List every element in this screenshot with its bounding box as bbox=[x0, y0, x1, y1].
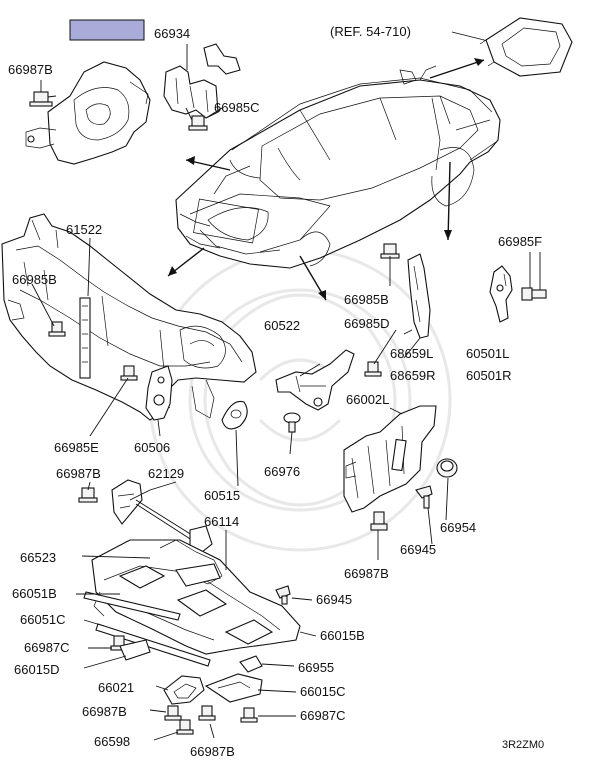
part-60522-bracket bbox=[275, 349, 355, 411]
label-66015c: 66015C bbox=[300, 684, 346, 699]
part-ref-54-710 bbox=[479, 17, 573, 77]
label-66985c: 66985C bbox=[214, 100, 260, 115]
label-66987c-br: 66987C bbox=[300, 708, 346, 723]
part-66934-bracket bbox=[163, 43, 241, 119]
part-68659-bracket bbox=[407, 253, 431, 339]
bolt-66987b-top bbox=[29, 80, 53, 107]
label-66114: 66114 bbox=[204, 514, 239, 529]
label-66987b-mid: 66987B bbox=[56, 466, 101, 481]
label-66945-mid: 66945 bbox=[316, 592, 352, 607]
part-66015d-plate bbox=[119, 639, 151, 661]
leader-lines bbox=[31, 95, 541, 741]
label-66985e: 66985E bbox=[54, 440, 99, 455]
bolt-66987b-mid bbox=[78, 487, 98, 503]
part-labels: 66934 66987B 66985C 61522 66985B 66985E … bbox=[8, 26, 542, 759]
label-66985b-right: 66985B bbox=[344, 292, 389, 307]
part-undercover bbox=[91, 539, 301, 655]
part-66955-pad bbox=[239, 655, 263, 673]
clip-66945-mid bbox=[275, 585, 291, 605]
bolt-66985f bbox=[521, 252, 547, 301]
label-61522: 61522 bbox=[66, 222, 102, 237]
label-68659r: 68659R bbox=[390, 368, 436, 383]
part-66954-grommet bbox=[436, 458, 458, 478]
part-66015c-plate bbox=[204, 673, 263, 703]
bolt-66985e bbox=[120, 365, 138, 381]
part-radiator-support bbox=[1, 213, 257, 421]
label-60501l: 60501L bbox=[466, 346, 509, 361]
clip-66976 bbox=[283, 412, 301, 433]
label-66015b: 66015B bbox=[320, 628, 365, 643]
label-66987b-bl: 66987B bbox=[82, 704, 127, 719]
bolt-66598 bbox=[176, 719, 194, 735]
label-60515: 60515 bbox=[204, 488, 240, 503]
part-top-left-bracket bbox=[25, 61, 151, 165]
ref-label: (REF. 54-710) bbox=[330, 24, 411, 39]
label-66523: 66523 bbox=[20, 550, 56, 565]
bolt-66985c bbox=[188, 107, 223, 131]
label-66985f: 66985F bbox=[498, 234, 542, 249]
label-66976: 66976 bbox=[264, 464, 300, 479]
label-66987b-bottom: 66987B bbox=[190, 744, 235, 759]
label-66985b-left: 66985B bbox=[12, 272, 57, 287]
label-66598: 66598 bbox=[94, 734, 130, 749]
part-66051-rails bbox=[83, 591, 211, 667]
part-66021-bracket bbox=[163, 675, 205, 705]
label-66051c: 66051C bbox=[20, 612, 66, 627]
label-60522: 60522 bbox=[264, 318, 300, 333]
bolt-66987c-bottom-right bbox=[240, 707, 258, 723]
part-60501-bracket bbox=[489, 265, 513, 323]
bolt-66987b-right bbox=[370, 511, 388, 531]
bolt-66985b-right bbox=[380, 243, 400, 259]
label-60506: 60506 bbox=[134, 440, 170, 455]
part-62129-latch bbox=[111, 479, 213, 553]
label-66955: 66955 bbox=[298, 660, 334, 675]
part-66002l-shield bbox=[343, 405, 437, 513]
part-60515-grommet bbox=[221, 400, 248, 430]
label-66002l: 66002L bbox=[346, 392, 389, 407]
label-66987b-top: 66987B bbox=[8, 62, 53, 77]
bolt-66987b-bottom bbox=[198, 705, 216, 721]
label-66015d: 66015D bbox=[14, 662, 60, 677]
explode-arrows bbox=[167, 58, 485, 301]
label-60501r: 60501R bbox=[466, 368, 512, 383]
label-66934: 66934 bbox=[154, 26, 190, 41]
label-66051b: 66051B bbox=[12, 586, 57, 601]
part-60506-bracket bbox=[145, 365, 173, 421]
diagram-code: 3R2ZM0 bbox=[502, 739, 544, 751]
label-66945-right: 66945 bbox=[400, 542, 436, 557]
label-66985d: 66985D bbox=[344, 316, 390, 331]
bolt-66987b-bottom-left bbox=[164, 705, 182, 721]
label-66987c-left: 66987C bbox=[24, 640, 70, 655]
label-66987b-r2: 66987B bbox=[344, 566, 389, 581]
label-68659l: 68659L bbox=[390, 346, 433, 361]
clip-66945-right bbox=[415, 485, 433, 509]
label-62129: 62129 bbox=[148, 466, 184, 481]
label-66954: 66954 bbox=[440, 520, 476, 535]
label-66021: 66021 bbox=[98, 680, 134, 695]
car-body bbox=[175, 65, 501, 269]
bolt-66985d bbox=[364, 361, 382, 377]
highlight-box bbox=[69, 19, 145, 41]
bolt-66985b-left bbox=[48, 321, 66, 337]
